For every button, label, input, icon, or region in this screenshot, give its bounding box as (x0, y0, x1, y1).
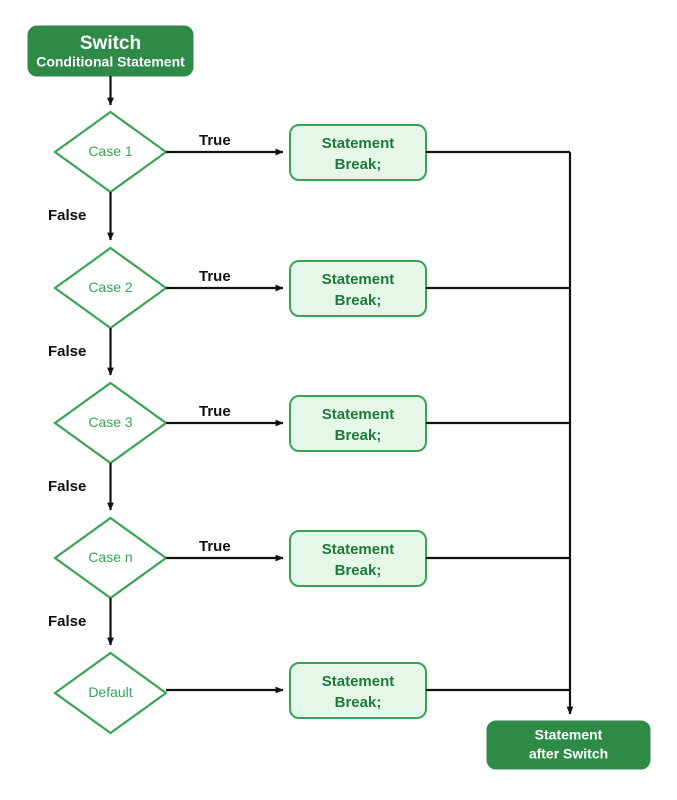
node-decision-casen: Case n (53, 516, 168, 600)
statement-5-line1: Statement (322, 673, 395, 690)
decision-default-diamond (53, 651, 168, 735)
node-statement-1: Statement Break; (289, 124, 427, 181)
edge-label-case3-true: True (199, 403, 231, 420)
node-decision-case2: Case 2 (53, 246, 168, 330)
node-statement-4: Statement Break; (289, 530, 427, 587)
decision-case1-label: Case 1 (88, 143, 133, 159)
statement-2-line2: Break; (335, 292, 382, 309)
statement-4-line2: Break; (335, 562, 382, 579)
end-node-line1: Statement (535, 727, 603, 743)
end-node-box (486, 720, 651, 770)
decision-case3-label: Case 3 (88, 414, 133, 430)
node-statement-2: Statement Break; (289, 260, 427, 317)
statement-2-line1: Statement (322, 271, 395, 288)
node-statement-after-switch: Statement after Switch (486, 720, 651, 770)
node-decision-case1: Case 1 (53, 110, 168, 194)
node-statement-5: Statement Break; (289, 662, 427, 719)
edge-label-case2-false: False (48, 343, 86, 360)
edge-label-case1-false: False (48, 207, 86, 224)
switch-start-title: Switch (80, 33, 141, 54)
edge-label-casen-false: False (48, 613, 86, 630)
statement-1-line2: Break; (335, 156, 382, 173)
statement-3-line1: Statement (322, 406, 395, 423)
end-node-line2: after Switch (529, 746, 608, 762)
statement-5-line2: Break; (335, 694, 382, 711)
edge-label-casen-true: True (199, 538, 231, 555)
decision-default-label: Default (88, 684, 132, 700)
edge-label-case1-true: True (199, 132, 231, 149)
node-decision-case3: Case 3 (53, 381, 168, 465)
node-statement-3: Statement Break; (289, 395, 427, 452)
switch-start-subtitle: Conditional Statement (36, 54, 185, 70)
node-decision-default: Default (53, 651, 168, 735)
decision-case2-label: Case 2 (88, 279, 133, 295)
edge-label-case3-false: False (48, 478, 86, 495)
node-switch-start: Switch Conditional Statement (27, 25, 194, 77)
statement-4-line1: Statement (322, 541, 395, 558)
statement-1-line1: Statement (322, 135, 395, 152)
decision-casen-label: Case n (88, 549, 132, 565)
statement-3-line2: Break; (335, 427, 382, 444)
edge-label-case2-true: True (199, 268, 231, 285)
